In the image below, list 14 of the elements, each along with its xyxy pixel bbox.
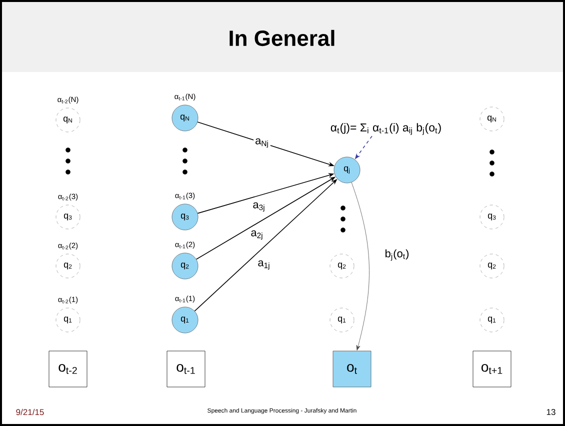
slide-title: In General [230, 30, 334, 46]
observation-box: o$_{t-2}$ [48, 350, 88, 388]
observation-box: o$_{t+1}$ [472, 350, 512, 388]
observation-box: o$_{t-1}$ [166, 350, 206, 388]
edge-label: a$_{Nj}$ [254, 136, 270, 150]
edge-label: b$_{j}$(o$_{t}$) [383, 248, 411, 262]
edge-label: a$_{2j}$ [249, 228, 265, 242]
page-number: 13 [546, 409, 556, 415]
observation-box: o$_{t}$ [332, 350, 372, 388]
edge-label: a$_{1j}$ [256, 258, 272, 272]
arrow [351, 182, 370, 350]
edge-label: a$_{3j}$ [251, 200, 267, 214]
date-text: 9/21/15 [16, 408, 44, 416]
formula-text: α$_{t}$(j)= Σ$_{i}$ α$_{t-1}$(i) a$_{ij}$ b$_{j}$(o$_{t}$) [330, 123, 441, 135]
